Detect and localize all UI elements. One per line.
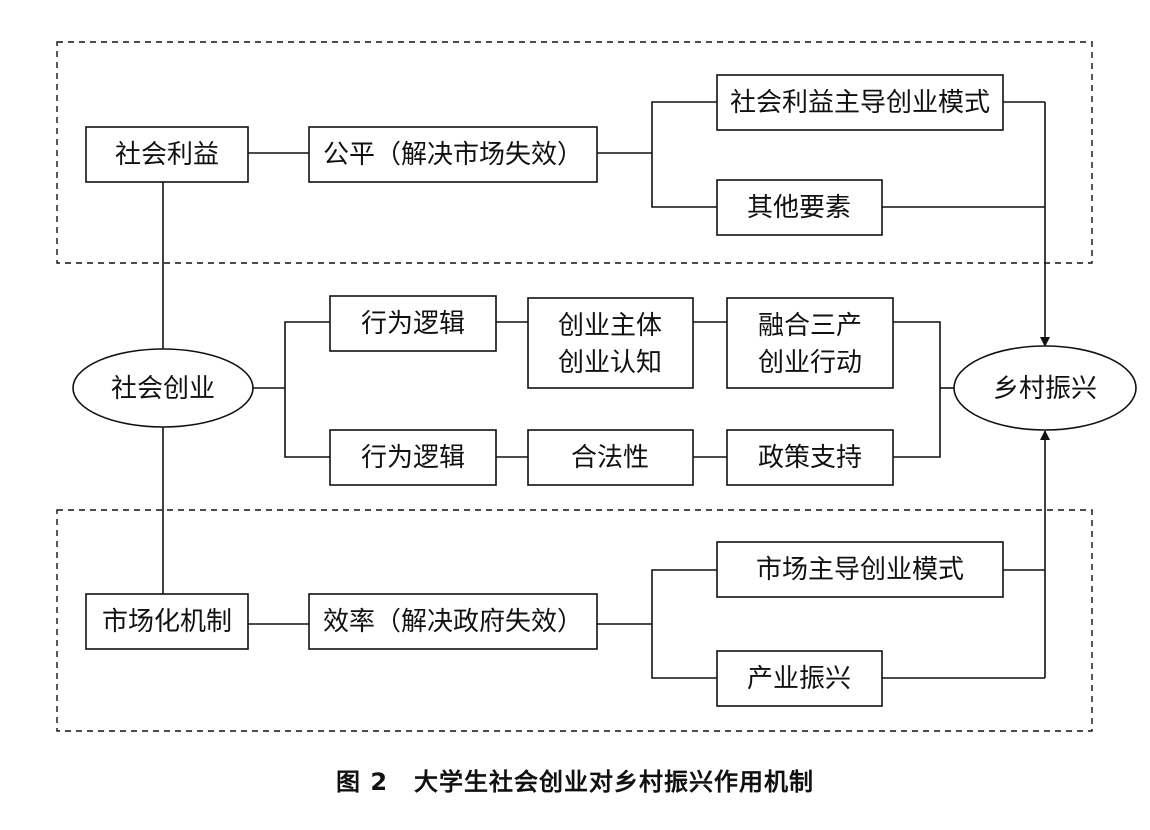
node-shichanghua-label: 市场化机制 <box>102 607 232 637</box>
node-chuangye-zhuti: 创业主体 创业认知 <box>527 297 694 389</box>
node-xiangcun-zhenxing: 乡村振兴 <box>953 345 1137 431</box>
node-mode-shichang: 市场主导创业模式 <box>716 541 1004 598</box>
node-xiaolv: 效率（解决政府失效） <box>308 593 598 650</box>
arrow-from-upper-modes <box>882 101 1045 346</box>
figure-title: 大学生社会创业对乡村振兴作用机制 <box>414 768 815 796</box>
node-shehui-chuangye-label: 社会创业 <box>111 374 215 404</box>
upper-dashed-region <box>56 41 1093 264</box>
node-chanye-zhenxing-label: 产业振兴 <box>747 664 851 694</box>
node-zhengce-zhichi-label: 政策支持 <box>758 443 862 473</box>
node-ronghe-sanchan: 融合三产 创业行动 <box>726 297 894 389</box>
node-xingwei-luoji-1: 行为逻辑 <box>329 295 497 352</box>
node-mode-shichang-label: 市场主导创业模式 <box>756 555 964 585</box>
figure-caption: 图 2 大学生社会创业对乡村振兴作用机制 <box>0 762 1150 797</box>
node-xingwei-luoji-2: 行为逻辑 <box>329 429 497 486</box>
node-xingwei-luoji-1-label: 行为逻辑 <box>361 309 465 339</box>
node-hefaxing: 合法性 <box>527 429 694 486</box>
node-xiangcun-zhenxing-label: 乡村振兴 <box>993 374 1097 404</box>
figure-number: 图 2 <box>335 768 389 796</box>
node-gongping-label: 公平（解决市场失效） <box>323 140 583 170</box>
connector-lines <box>162 101 954 679</box>
node-gongping: 公平（解决市场失效） <box>308 126 598 183</box>
lower-dashed-region <box>56 509 1093 732</box>
node-xingwei-luoji-2-label: 行为逻辑 <box>361 443 465 473</box>
arrow-from-lower-modes <box>882 431 1045 679</box>
node-ronghe-sanchan-line2: 创业行动 <box>758 348 862 378</box>
node-zhengce-zhichi: 政策支持 <box>726 429 894 486</box>
node-shehui-chuangye: 社会创业 <box>72 348 254 428</box>
node-qita-yaosu: 其他要素 <box>716 179 883 236</box>
node-mode-shehui: 社会利益主导创业模式 <box>716 74 1004 131</box>
node-chuangye-zhuti-line2: 创业认知 <box>558 348 662 378</box>
node-chanye-zhenxing: 产业振兴 <box>716 650 883 707</box>
node-xiaolv-label: 效率（解决政府失效） <box>323 607 583 637</box>
node-shehui-liyi-label: 社会利益 <box>115 140 219 170</box>
node-chuangye-zhuti-line1: 创业主体 <box>558 311 662 341</box>
node-ronghe-sanchan-line1: 融合三产 <box>758 311 862 341</box>
node-hefaxing-label: 合法性 <box>571 443 649 473</box>
node-qita-yaosu-label: 其他要素 <box>747 193 851 223</box>
node-shehui-liyi: 社会利益 <box>85 126 249 183</box>
node-mode-shehui-label: 社会利益主导创业模式 <box>730 88 990 118</box>
node-shichanghua: 市场化机制 <box>85 593 249 650</box>
